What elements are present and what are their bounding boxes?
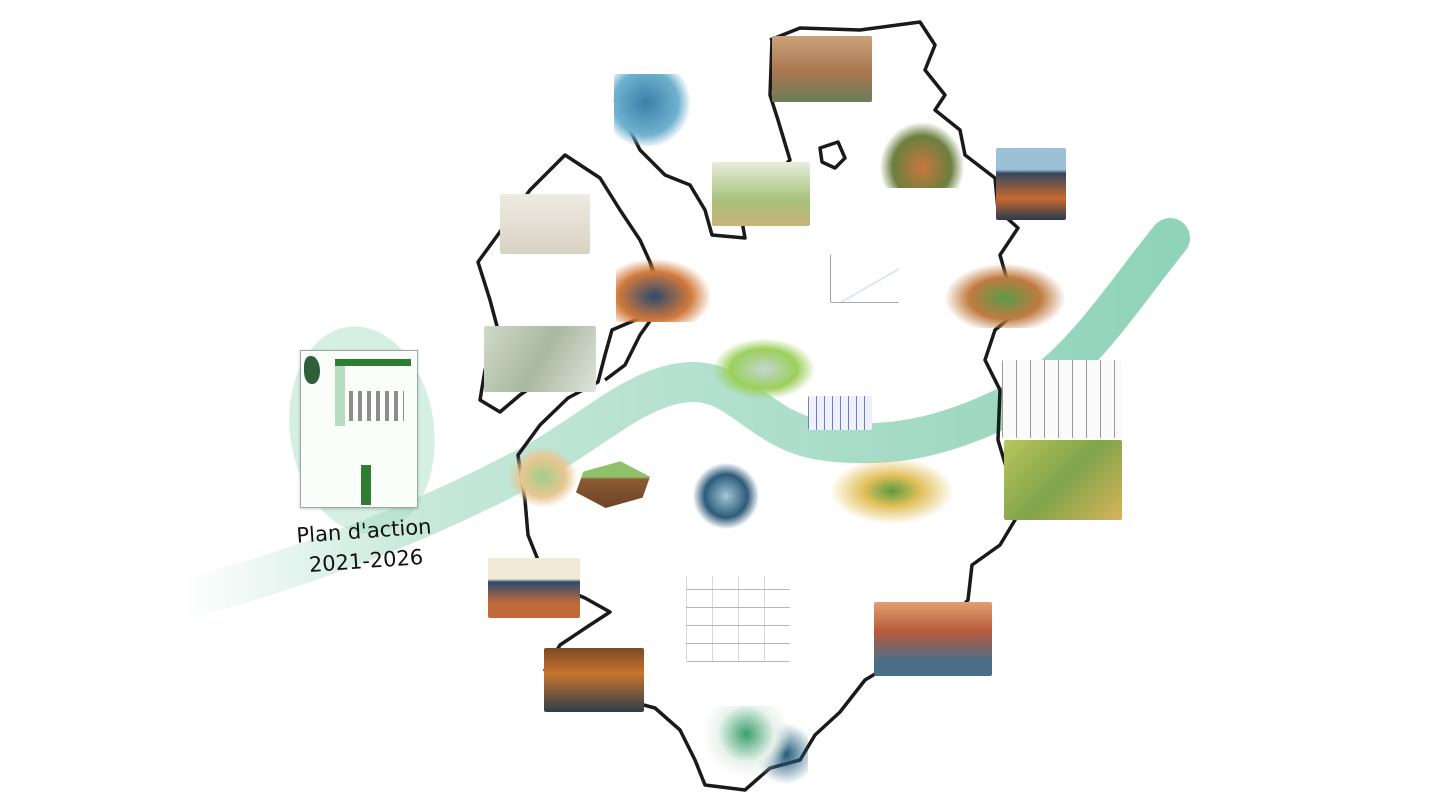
illustration-recycling bbox=[696, 706, 808, 786]
illustration-urban-gardens bbox=[1004, 440, 1122, 520]
illustration-environment-solar bbox=[942, 262, 1068, 328]
illustration-green-neighbourhood bbox=[712, 162, 810, 226]
action-plan-document-cover bbox=[300, 350, 418, 508]
document-icon-grid bbox=[349, 391, 404, 421]
illustration-building-sketch bbox=[808, 396, 872, 430]
document-logo-shape bbox=[304, 356, 320, 384]
illustration-support-conversation bbox=[688, 458, 764, 534]
illustration-growth-chart bbox=[830, 254, 899, 303]
illustration-community-governance bbox=[614, 74, 694, 146]
city-boundary-outline bbox=[476, 20, 1027, 792]
illustration-public-consultation bbox=[616, 258, 712, 322]
action-plan-caption: Plan d'action 2021-2026 bbox=[278, 510, 452, 582]
illustration-home-assistance bbox=[876, 118, 968, 188]
illustration-sketch-meeting bbox=[500, 194, 590, 254]
illustration-housing-protest bbox=[772, 36, 872, 102]
document-tower-graphic bbox=[361, 465, 371, 505]
illustration-sharing-shelf bbox=[686, 576, 790, 662]
document-header-bar bbox=[335, 359, 411, 366]
illustration-street-drawing bbox=[1002, 360, 1122, 438]
illustration-assembly-crowd bbox=[996, 148, 1066, 220]
illustration-diverse-crowd bbox=[874, 602, 992, 676]
illustration-mobility-network bbox=[812, 448, 972, 534]
illustration-community-hall bbox=[544, 648, 644, 712]
illustration-circular-city bbox=[712, 338, 816, 400]
illustration-workshop-group bbox=[488, 558, 580, 618]
illustration-urban-farming bbox=[508, 446, 578, 508]
document-side-band bbox=[335, 366, 345, 426]
illustration-aerial-map bbox=[484, 326, 596, 392]
